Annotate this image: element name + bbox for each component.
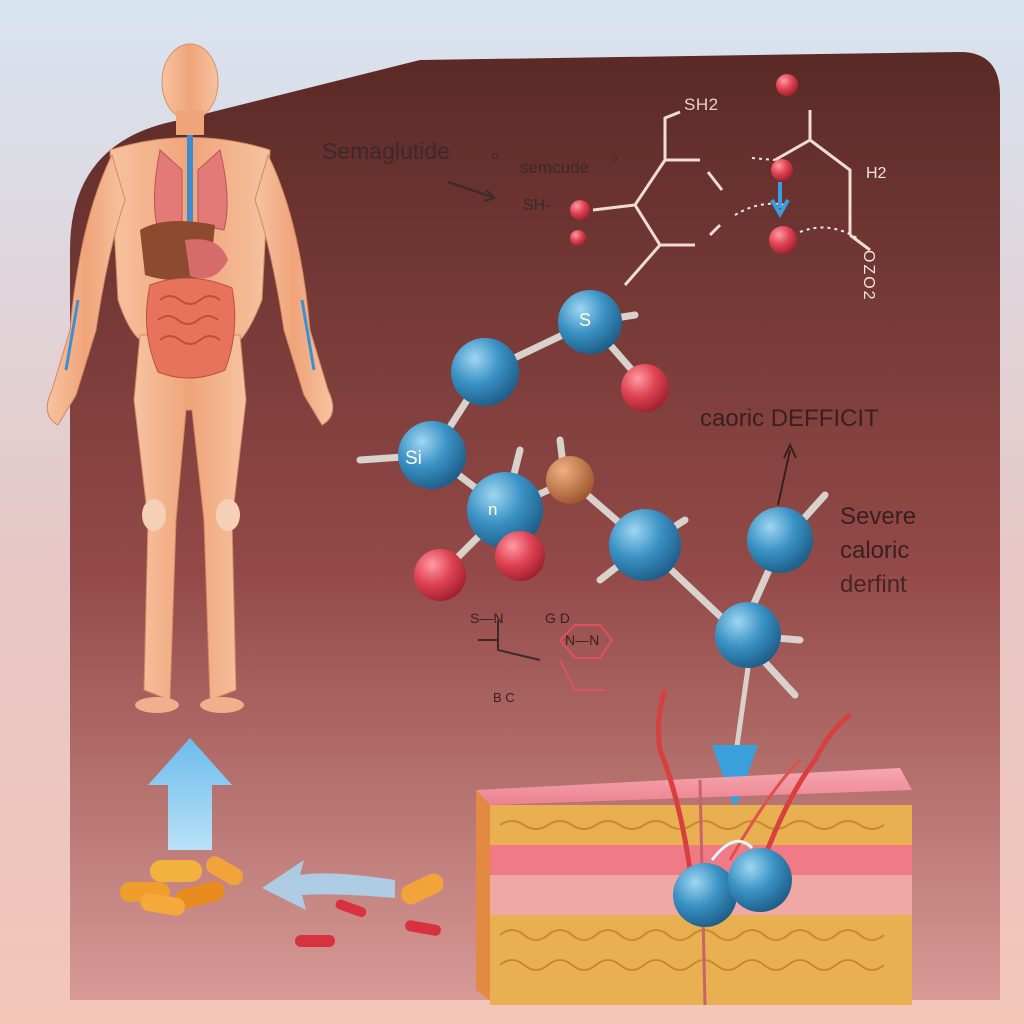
red-atom (771, 159, 793, 181)
ring-glyph (558, 624, 614, 659)
upward-arrow (148, 738, 232, 850)
red-atom (495, 531, 545, 581)
blue-atom (609, 509, 681, 581)
label-glyph-3: N—N (565, 632, 600, 648)
small-up-arrow (777, 442, 797, 506)
label-atom-si: Si (405, 448, 422, 469)
label-sh: SH- (523, 197, 551, 214)
blood-vessel (655, 689, 693, 871)
ring-glyph (478, 620, 541, 661)
red-atom (570, 200, 590, 220)
label-pointer-arrow (447, 181, 496, 199)
label-sh2: SH2 (684, 95, 719, 114)
label-semaglutide: Semaglutide (322, 138, 450, 164)
dotted-link-2 (799, 226, 861, 241)
label-glyph-4: B C (493, 690, 515, 705)
brown-atom (546, 456, 594, 504)
blue-atom (715, 602, 781, 668)
ring-glyph (559, 659, 605, 691)
label-atom-n: n (488, 500, 498, 519)
red-atom (570, 230, 586, 246)
blood-vessel (757, 713, 852, 871)
label-severe-line1: Severe (840, 503, 917, 530)
human-body-figure (46, 43, 334, 713)
label-severe-line2: caloric (840, 537, 910, 564)
label-semcude-superscript: o (612, 153, 618, 164)
red-atom (769, 226, 797, 254)
pills (120, 856, 444, 947)
label-pointer-arrowhead (483, 189, 496, 202)
down-arrow-small (770, 182, 790, 219)
fat-tissue-block (476, 768, 912, 1006)
label-h2: H2 (866, 165, 887, 182)
left-arrow (262, 860, 395, 910)
blue-atom (747, 507, 813, 573)
label-severe-line3: derfint (840, 571, 907, 598)
atom-n (467, 472, 543, 548)
label-atom-s: S (579, 310, 592, 330)
blood-vessel (728, 758, 802, 861)
label-ozo-vertical: OZO2 (860, 250, 877, 302)
atom-link (710, 839, 754, 861)
label-semcude: semcude (520, 158, 589, 177)
atom-s (558, 290, 622, 354)
blue-atom (728, 848, 792, 912)
label-glyph-2: G D (545, 610, 570, 626)
label-caloric-deficit: caoric DEFFICIT (700, 405, 879, 432)
atom-si (398, 421, 466, 489)
red-atom (414, 549, 466, 601)
skeletal-formula (592, 110, 871, 286)
label-glyph-1: S—N (470, 610, 504, 626)
blue-atom (451, 338, 519, 406)
blue-atom (673, 863, 737, 927)
descend-arrow-shaft (732, 667, 751, 761)
red-atom (776, 74, 798, 96)
red-atom (621, 364, 669, 412)
label-semaglutide-superscript: o (492, 150, 499, 162)
